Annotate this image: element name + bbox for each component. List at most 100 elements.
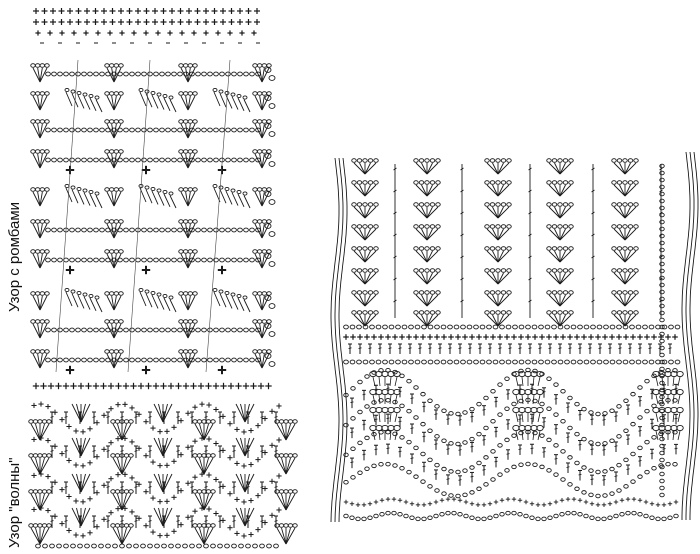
chain-stitch <box>138 287 144 293</box>
chain-stitch <box>622 359 629 365</box>
shell-top-chain <box>252 63 258 68</box>
chain-stitch <box>536 406 544 414</box>
stitch-stroke <box>111 95 115 111</box>
single-crochet <box>269 442 275 448</box>
wave-double-crochet <box>190 411 194 424</box>
picot-cluster <box>369 406 401 423</box>
chain-stitch <box>399 466 405 471</box>
shell-top-chain <box>413 246 419 251</box>
stitch-stroke <box>244 437 255 457</box>
stitch-stroke <box>254 191 263 207</box>
single-crochet <box>445 496 451 502</box>
shell-top-chain <box>287 523 294 528</box>
chain-stitch <box>447 324 453 330</box>
single-crochet <box>357 334 363 340</box>
vertical-stem <box>591 164 595 318</box>
wave-double-crochet <box>446 414 450 425</box>
single-crochet <box>234 496 240 503</box>
stitch-stroke <box>374 448 378 451</box>
shell-top-chain <box>261 119 268 124</box>
shell-top-chain <box>506 310 512 315</box>
edge-picot <box>268 261 276 267</box>
chain-stitch <box>486 324 492 330</box>
stitch-stroke <box>613 294 626 307</box>
chain-stitch <box>659 247 665 253</box>
middle-stem-row <box>348 343 672 354</box>
single-crochet <box>80 499 86 505</box>
stitch-stroke <box>494 400 498 403</box>
rhombus-guide-line <box>55 59 79 373</box>
single-crochet <box>391 496 397 502</box>
stitch-stroke <box>618 347 622 349</box>
single-crochet <box>350 334 356 340</box>
rhombus-shell <box>104 91 124 111</box>
chain-stitch <box>231 71 237 77</box>
chain-stitch <box>343 392 349 398</box>
chain-stitch <box>144 289 150 294</box>
chain-stitch <box>201 357 207 363</box>
shell-top-chain <box>418 202 425 207</box>
double-crochet <box>378 343 382 354</box>
wave-double-crochet <box>542 447 546 458</box>
single-crochet <box>58 19 65 25</box>
chain-stitch <box>57 71 63 77</box>
column-shell <box>611 224 639 241</box>
single-crochet <box>248 497 254 504</box>
chain-stitch <box>414 359 421 365</box>
chain-stitch <box>557 359 564 365</box>
stitch-stroke <box>176 486 180 488</box>
stitch-stroke <box>624 162 631 175</box>
shell-top-chain <box>41 419 48 424</box>
chain-stitch <box>512 406 520 414</box>
shell-top-chain <box>278 453 285 458</box>
single-crochet <box>152 8 158 14</box>
stitch-stroke <box>185 191 189 207</box>
single-crochet <box>160 382 167 390</box>
single-crochet <box>427 501 433 506</box>
chain-stitch <box>631 510 637 516</box>
stitch-stroke <box>261 353 265 369</box>
chain-stitch <box>581 490 587 495</box>
stitch-stroke <box>421 272 428 285</box>
double-crochet <box>498 343 502 354</box>
shell-top-chain <box>351 290 357 295</box>
chain-stitch <box>525 461 531 467</box>
stitch-stroke <box>614 415 618 417</box>
stitch-stroke <box>106 295 115 311</box>
waves-bottom-chain <box>35 543 279 549</box>
wave-double-crochet <box>260 411 264 424</box>
shell-top-chain <box>557 246 563 251</box>
single-crochet <box>228 19 235 25</box>
stitch-stroke <box>521 430 524 441</box>
chain-stitch <box>237 157 243 163</box>
chain-stitch <box>356 359 362 365</box>
stitch-stroke <box>89 97 97 111</box>
stitch-stroke <box>77 190 85 205</box>
wave-double-crochet <box>92 481 96 494</box>
stitch-stroke <box>415 184 428 197</box>
wave-cluster <box>235 507 255 527</box>
chain-stitch <box>530 370 538 378</box>
shell-top-chain <box>274 453 280 458</box>
stitch-stroke <box>364 294 377 307</box>
single-crochet <box>143 19 150 25</box>
stitch-stroke <box>518 388 522 390</box>
chain-stitch <box>637 385 643 390</box>
chain-stitch <box>165 157 171 163</box>
chain-stitch <box>483 425 489 431</box>
wave-double-crochet <box>134 481 138 494</box>
single-crochet <box>185 410 191 416</box>
single-crochet <box>559 498 565 503</box>
shell-top-chain <box>546 202 552 207</box>
chain-stitch <box>177 157 183 163</box>
stitch-stroke <box>145 293 153 308</box>
shell-top-chain <box>192 489 198 494</box>
stitch-stroke <box>39 295 48 311</box>
shell-top-chain <box>30 149 36 154</box>
chain-stitch <box>676 388 684 396</box>
stitch-stroke <box>203 527 209 545</box>
chain-stitch <box>147 327 153 333</box>
chain-stitch <box>665 429 671 435</box>
single-crochet <box>574 334 580 340</box>
chain-stitch <box>643 513 649 519</box>
